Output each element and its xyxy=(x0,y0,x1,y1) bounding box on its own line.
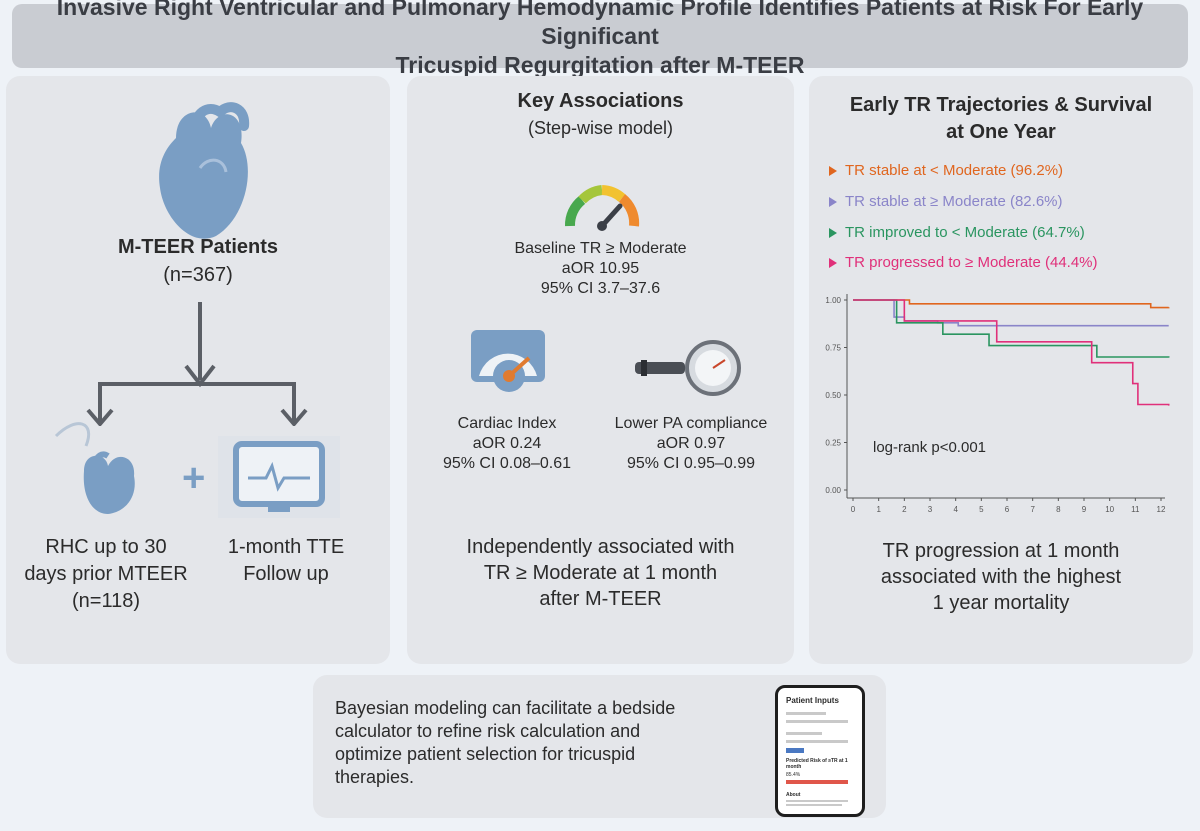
legend-label: TR stable at < Moderate (96.2%) xyxy=(845,162,1064,179)
survival-curve-3 xyxy=(853,299,1170,406)
phone-calculator-image: Patient Inputs Predicted Risk of ≥TR at … xyxy=(775,685,865,817)
associations-conclusion: Independently associated with TR ≥ Moder… xyxy=(407,534,794,612)
x-tick-label: 7 xyxy=(1030,505,1035,514)
tte-label: 1-month TTE Follow up xyxy=(216,534,356,588)
cardiac-index-label: Cardiac Index xyxy=(457,415,557,432)
x-tick-label: 12 xyxy=(1157,505,1166,514)
heart-icon xyxy=(159,102,250,239)
calculator-panel: Bayesian modeling can facilitate a bedsi… xyxy=(313,675,886,818)
survival-heading-line-2: at One Year xyxy=(946,121,1056,143)
pa-compliance-aor: aOR 0.97 xyxy=(656,435,726,452)
title-line-2: Tricuspid Regurgitation after M-TEER xyxy=(395,51,805,78)
legend-item-stable-above-moderate: TR stable at ≥ Moderate (82.6%) xyxy=(829,193,1063,210)
phone-title: Patient Inputs xyxy=(786,696,839,705)
survival-panel: Early TR Trajectories & Survival at One … xyxy=(809,76,1193,664)
y-tick-label: 0.25 xyxy=(825,439,841,448)
cohort-panel: M-TEER Patients (n=367) + RHC up to 30 d… xyxy=(6,76,390,664)
y-tick-label: 1.00 xyxy=(825,296,841,305)
phone-result-value: 85.4% xyxy=(786,772,801,778)
survival-conclusion-line-2: associated with the highest xyxy=(880,566,1122,588)
rhc-label: RHC up to 30 days prior MTEER (n=118) xyxy=(16,534,196,615)
x-tick-label: 6 xyxy=(1005,505,1010,514)
rhc-line-3: (n=118) xyxy=(71,590,140,612)
x-tick-label: 2 xyxy=(902,505,907,514)
catheter-heart-icon xyxy=(54,422,135,514)
survival-conclusion: TR progression at 1 month associated wit… xyxy=(809,538,1193,616)
calculator-text-line-1: Bayesian modeling can facilitate a bedsi… xyxy=(335,698,676,718)
tte-line-1: 1-month TTE xyxy=(227,536,345,558)
legend-label: TR improved to < Moderate (64.7%) xyxy=(845,224,1085,241)
baseline-label: Baseline TR ≥ Moderate xyxy=(514,240,687,257)
cardiac-index-meter-icon xyxy=(471,330,545,392)
y-tick-label: 0.50 xyxy=(825,391,841,400)
y-tick-label: 0.75 xyxy=(825,344,841,353)
phone-risk-bar xyxy=(786,780,848,784)
legend-label: TR stable at ≥ Moderate (82.6%) xyxy=(845,193,1063,210)
tte-line-2: Follow up xyxy=(243,563,329,585)
x-tick-label: 3 xyxy=(928,505,933,514)
phone-calculate-button xyxy=(786,748,804,753)
associations-subheading: (Step-wise model) xyxy=(527,118,674,138)
phone-result-label: Predicted Risk of ≥TR at 1 month xyxy=(786,758,848,770)
x-tick-label: 9 xyxy=(1082,505,1087,514)
x-tick-label: 10 xyxy=(1105,505,1114,514)
legend-item-improved: TR improved to < Moderate (64.7%) xyxy=(829,224,1085,241)
calculator-text-line-2: calculator to refine risk calculation an… xyxy=(335,721,641,741)
baseline-aor: aOR 10.95 xyxy=(561,260,640,277)
survival-curve-0 xyxy=(853,299,1170,309)
cardiac-index-ci: 95% CI 0.08–0.61 xyxy=(442,455,572,472)
pa-compliance-block: Lower PA compliance aOR 0.97 95% CI 0.95… xyxy=(601,414,781,474)
log-rank-annotation: log-rank p<0.001 xyxy=(873,439,986,456)
pressure-gauge-icon xyxy=(635,340,741,396)
legend-marker-icon xyxy=(829,196,837,207)
legend-marker-icon xyxy=(829,227,837,238)
gauge-icon xyxy=(565,185,640,231)
cohort-count: (n=367) xyxy=(163,264,233,286)
calculator-text: Bayesian modeling can facilitate a bedsi… xyxy=(335,697,675,789)
cohort-label: M-TEER Patients xyxy=(117,236,279,258)
baseline-block: Baseline TR ≥ Moderate aOR 10.95 95% CI … xyxy=(407,239,794,299)
cardiac-index-aor: aOR 0.24 xyxy=(472,435,542,452)
survival-conclusion-line-1: TR progression at 1 month xyxy=(882,540,1120,562)
legend-label: TR progressed to ≥ Moderate (44.4%) xyxy=(845,254,1098,271)
x-tick-label: 8 xyxy=(1056,505,1061,514)
legend-item-progressed: TR progressed to ≥ Moderate (44.4%) xyxy=(829,254,1098,271)
associations-panel: Key Associations (Step-wise model) Basel… xyxy=(407,76,794,664)
survival-heading: Early TR Trajectories & Survival at One … xyxy=(809,92,1193,146)
pa-compliance-label: Lower PA compliance xyxy=(614,415,768,432)
calculator-text-line-3: optimize patient selection for tricuspid xyxy=(335,744,636,764)
cardiac-index-block: Cardiac Index aOR 0.24 95% CI 0.08–0.61 xyxy=(427,414,587,474)
x-tick-label: 4 xyxy=(953,505,958,514)
flow-arrows xyxy=(86,302,308,426)
legend-marker-icon xyxy=(829,257,837,268)
monitor-icon xyxy=(218,436,340,518)
calculator-text-line-4: therapies. xyxy=(335,767,415,787)
pa-compliance-ci: 95% CI 0.95–0.99 xyxy=(626,455,756,472)
survival-heading-line-1: Early TR Trajectories & Survival xyxy=(849,94,1153,116)
rhc-line-2: days prior MTEER xyxy=(24,563,188,585)
x-tick-label: 1 xyxy=(876,505,881,514)
phone-about: About xyxy=(786,792,801,798)
associations-conclusion-line-1: Independently associated with xyxy=(466,536,735,558)
legend-marker-icon xyxy=(829,165,837,176)
associations-conclusion-line-2: TR ≥ Moderate at 1 month xyxy=(483,562,718,584)
rhc-line-1: RHC up to 30 xyxy=(45,536,167,558)
x-tick-label: 5 xyxy=(979,505,984,514)
x-tick-label: 11 xyxy=(1131,505,1140,514)
x-tick-label: 0 xyxy=(851,505,856,514)
baseline-ci: 95% CI 3.7–37.6 xyxy=(540,280,661,297)
title-banner: Invasive Right Ventricular and Pulmonary… xyxy=(12,0,1188,78)
survival-conclusion-line-3: 1 year mortality xyxy=(932,592,1070,614)
legend-item-stable-below-moderate: TR stable at < Moderate (96.2%) xyxy=(829,162,1063,179)
survival-curve-2 xyxy=(853,299,1170,358)
y-tick-label: 0.00 xyxy=(825,486,841,495)
plus-sign: + xyxy=(182,456,206,500)
associations-conclusion-line-3: after M-TEER xyxy=(539,588,662,610)
associations-heading: Key Associations xyxy=(517,90,684,112)
title-line-1: Invasive Right Ventricular and Pulmonary… xyxy=(56,0,1144,49)
